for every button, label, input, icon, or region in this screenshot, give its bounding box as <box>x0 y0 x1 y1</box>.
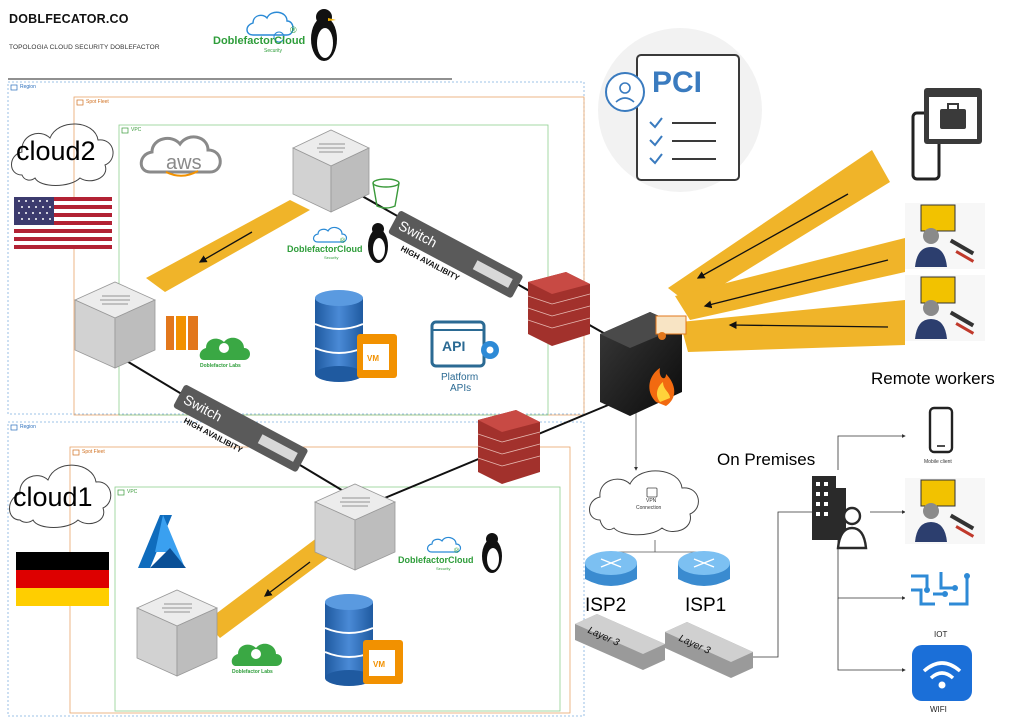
labs-logo-text-bottom: Doblefactor Labs <box>232 669 273 675</box>
server-left-icon <box>74 281 156 369</box>
penguin-logo-bottom <box>482 533 502 573</box>
api-label-line1: Platform <box>441 372 479 383</box>
brand-logo-sub-mid: Security <box>324 255 339 260</box>
region-label-bottom: Region <box>20 424 36 430</box>
building-person-icon <box>812 476 868 550</box>
doblefactor-cloud-logo-mid <box>312 226 348 243</box>
api-icon <box>430 320 499 368</box>
router-isp1-icon <box>678 551 730 586</box>
doblefactor-labs-logo-bottom <box>231 643 282 666</box>
vm-bottom-badge: VM <box>373 660 385 669</box>
layer3-switch-left-icon <box>575 614 665 670</box>
brand-logo-text-bottom: DoblefactorCloud <box>398 555 474 565</box>
on-premises-label: On Premises <box>717 450 816 469</box>
mobile-client-icon <box>928 406 954 454</box>
labs-logo-text-top: Doblefactor Labs <box>200 363 241 369</box>
brand-logo-sub-header: Security <box>264 48 283 54</box>
vpc-box-top <box>118 124 549 416</box>
doblefactor-cloud-logo-bottom <box>426 536 462 553</box>
bucket-icon <box>372 178 400 209</box>
tunnel-mobile <box>668 150 890 305</box>
vm-bottom-icon <box>363 640 403 684</box>
azure-logo-icon <box>138 515 186 568</box>
database-top-icon <box>314 290 364 382</box>
doblefactor-labs-logo-top <box>199 337 250 360</box>
firewall-appliance-icon <box>600 312 687 416</box>
vpn-label-line1: VPN <box>646 498 657 504</box>
aws-logo-icon <box>139 135 222 177</box>
spot-fleet-label-top: Spot Fleet <box>86 99 109 105</box>
brand-logo-sub-bottom: Security <box>436 566 451 571</box>
vpn-cloud-icon <box>589 470 699 536</box>
vm-top-icon <box>357 334 397 378</box>
cloud1-outline-icon <box>9 464 112 528</box>
remote-worker-2-icon <box>905 275 985 341</box>
database-bottom-icon <box>324 594 374 686</box>
region-label-top: Region <box>20 84 36 90</box>
api-label-line2: APIs <box>450 383 472 394</box>
aws-compute-icon <box>166 316 198 350</box>
registered-mark-bottom: ® <box>454 548 460 555</box>
server-bottom-left-icon <box>136 589 218 677</box>
spot-fleet-label-bottom: Spot Fleet <box>82 449 105 455</box>
iot-icon <box>905 568 977 616</box>
pci-document-icon <box>598 28 762 192</box>
pci-badge: PCI <box>652 66 703 99</box>
wifi-label: WIFI <box>930 705 947 714</box>
layer3-switch-right-icon <box>665 622 753 678</box>
germany-flag-icon <box>16 552 109 606</box>
brand-logo-text-mid: DoblefactorCloud <box>287 244 363 254</box>
mobile-briefcase-icon <box>911 88 982 181</box>
switch-bottom-icon <box>173 385 308 472</box>
vpc-label-bottom: VPC <box>127 489 138 495</box>
line-to-mobile <box>837 434 906 470</box>
company-name: DOBLFECATOR.CO <box>9 12 129 26</box>
brand-logo-text-header: DoblefactorCloud <box>213 35 306 47</box>
server-top-icon <box>292 129 370 213</box>
tunnel-bottom-cloud <box>205 528 345 638</box>
vm-top-badge: VM <box>367 354 379 363</box>
penguin-logo-header <box>311 9 337 61</box>
switch-top-icon <box>388 211 523 298</box>
router-isp2-icon <box>585 551 637 586</box>
cloud1-label: cloud1 <box>13 482 93 512</box>
region-box-bottom <box>7 421 585 717</box>
vpc-label-top: VPC <box>131 127 142 133</box>
line-layer3-premises <box>748 511 812 658</box>
iot-label: IOT <box>934 630 948 639</box>
registered-mark-mid: ® <box>340 238 346 245</box>
onprem-worker-icon <box>905 478 985 544</box>
remote-worker-1-icon <box>905 203 985 269</box>
firewall-top-icon <box>527 272 591 346</box>
usa-flag-icon <box>14 197 112 249</box>
vpn-label-line2: Connection <box>636 505 662 511</box>
remote-workers-label: Remote workers <box>871 369 995 388</box>
doblefactor-cloud-logo-header <box>246 11 294 43</box>
penguin-logo-mid <box>368 223 388 263</box>
firewall-bottom-icon <box>477 410 541 484</box>
mobile-client-label: Mobile client <box>924 459 952 465</box>
wifi-icon <box>912 645 972 701</box>
isp2-label: ISP2 <box>585 595 627 616</box>
server-bottom-icon <box>314 483 396 571</box>
cloud2-label: cloud2 <box>16 136 96 166</box>
line-to-wifi <box>837 598 906 672</box>
cloud2-outline-icon <box>11 123 114 186</box>
page-subtitle: TOPOLOGIA CLOUD SECURITY DOBLEFACTOR <box>9 44 160 51</box>
api-badge: API <box>442 338 466 354</box>
registered-mark-header: ® <box>290 25 297 35</box>
isp1-label: ISP1 <box>685 595 727 616</box>
aws-logo-text: aws <box>166 152 202 174</box>
